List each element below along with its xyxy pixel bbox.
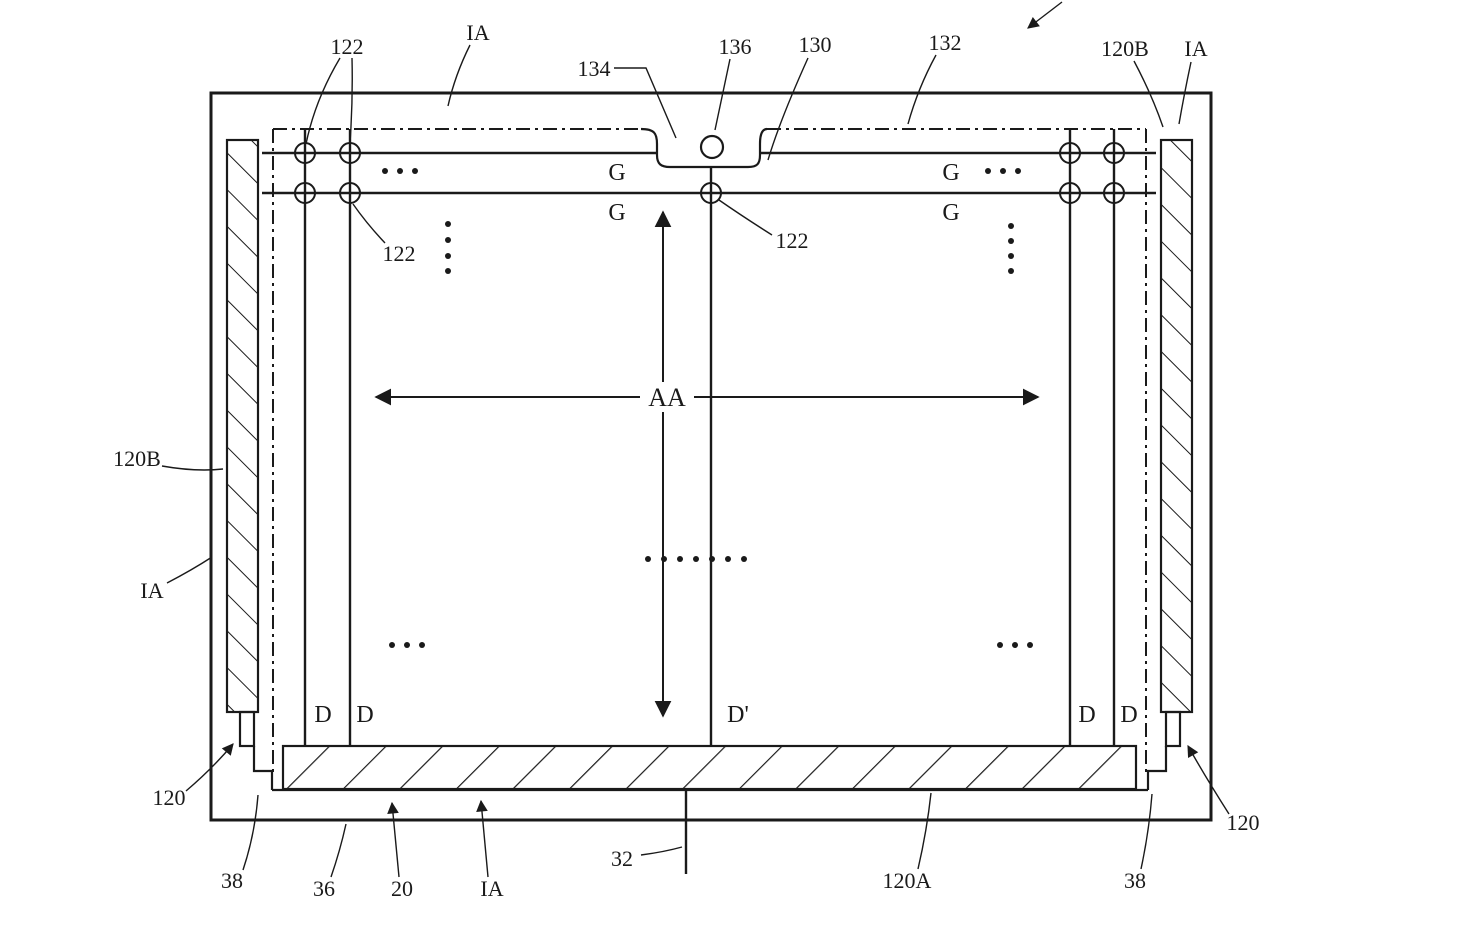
- label-gate-right-1: G: [942, 160, 959, 186]
- dots-bottom-right: [997, 642, 1033, 648]
- alignment-hole: [699, 134, 725, 160]
- leader-120-right: [1187, 744, 1230, 815]
- edge-connectors: [238, 710, 1182, 792]
- label-136: 136: [719, 34, 752, 59]
- via-symbol: [294, 142, 316, 164]
- leader-130: [767, 57, 809, 161]
- via-symbols: [294, 142, 1125, 204]
- label-active-area: AA: [648, 383, 686, 412]
- bottom-hatched-bar: [281, 744, 1138, 791]
- gate-lines: [262, 151, 1156, 195]
- leader-122-top-b: [349, 57, 353, 144]
- leader-120a: [917, 792, 932, 870]
- label-gate-right-2: G: [942, 200, 959, 226]
- leader-ia-top-left: [447, 44, 471, 107]
- via-symbol: [1103, 142, 1125, 164]
- label-122-top: 122: [331, 34, 364, 59]
- label-120-right: 120: [1227, 810, 1260, 835]
- left-hatched-bar: [225, 138, 260, 714]
- label-132: 132: [929, 30, 962, 55]
- label-ia-left: IA: [140, 578, 163, 603]
- label-122-mid-center: 122: [776, 228, 809, 253]
- dots-vertical-right: [1008, 223, 1014, 274]
- label-36: 36: [313, 876, 335, 901]
- label-data-d1: D: [314, 702, 331, 728]
- leader-36: [330, 823, 347, 878]
- leader-20: [387, 801, 400, 878]
- label-gate-left-2: G: [608, 200, 625, 226]
- leader-134: [614, 67, 677, 139]
- dots-top-left: [382, 168, 418, 174]
- leader-38-left: [242, 794, 259, 871]
- label-134: 134: [578, 56, 611, 81]
- leader-ia-bottom: [476, 799, 489, 878]
- leader-38-right: [1140, 793, 1153, 870]
- leader-120-left: [185, 743, 234, 792]
- leader-lines: [161, 1, 1230, 878]
- via-symbol: [700, 182, 722, 204]
- right-step: [1146, 746, 1168, 790]
- label-120a: 120A: [883, 868, 932, 893]
- label-ia-top-right: IA: [1184, 36, 1207, 61]
- leader-122-mid-left: [352, 203, 386, 244]
- ellipsis-dots: [382, 168, 1033, 648]
- via-symbol: [294, 182, 316, 204]
- leader-120b-top-right: [1133, 60, 1164, 128]
- label-120b-left: 120B: [113, 446, 161, 471]
- data-lines: [303, 129, 1116, 874]
- inner-boundary-dashdot: [272, 128, 1147, 772]
- label-130: 130: [799, 32, 832, 57]
- dots-center: [645, 556, 747, 562]
- via-symbol: [1103, 182, 1125, 204]
- leader-122-mid-center: [718, 199, 773, 236]
- label-20: 20: [391, 876, 413, 901]
- label-120-left: 120: [153, 785, 186, 810]
- label-32: 32: [611, 846, 633, 871]
- label-data-d4: D: [1120, 702, 1137, 728]
- leader-132: [907, 54, 937, 125]
- via-symbol: [1059, 182, 1081, 204]
- label-ia-bottom: IA: [480, 876, 503, 901]
- outer-substrate-border: [209, 91, 1213, 822]
- leader-ia-top-right: [1178, 61, 1192, 125]
- label-38-right: 38: [1124, 868, 1146, 893]
- reference-labels: 122 IA 134 136 130 132 120B IA 122 122 G…: [113, 20, 1259, 901]
- notch-outline: [640, 127, 768, 169]
- dots-top-right: [985, 168, 1021, 174]
- left-stem: [238, 710, 256, 748]
- label-data-d2: D: [356, 702, 373, 728]
- top-notch: [640, 127, 768, 169]
- label-ia-top-left: IA: [466, 20, 489, 45]
- left-step: [252, 746, 274, 790]
- right-stem: [1164, 710, 1182, 748]
- right-hatched-bar: [1159, 138, 1194, 714]
- label-122-mid-left: 122: [383, 241, 416, 266]
- leader-122-top-a: [305, 57, 341, 145]
- leader-ia-left: [166, 556, 213, 584]
- label-data-d3: D: [1078, 702, 1095, 728]
- label-38-left: 38: [221, 868, 243, 893]
- leader-136: [714, 58, 731, 131]
- leader-120b-left: [161, 465, 224, 471]
- aa-dimension-arrows: [374, 210, 1040, 718]
- figure-pointer-arrow: [1027, 1, 1063, 29]
- dots-vertical-left: [445, 221, 451, 274]
- via-symbol: [1059, 142, 1081, 164]
- label-gate-left-1: G: [608, 160, 625, 186]
- label-120b-top-right: 120B: [1101, 36, 1149, 61]
- via-symbol: [339, 182, 361, 204]
- dots-bottom-left: [389, 642, 425, 648]
- hatched-regions: [225, 138, 1194, 791]
- leader-32: [640, 846, 683, 856]
- label-data-d-prime: D': [727, 702, 749, 728]
